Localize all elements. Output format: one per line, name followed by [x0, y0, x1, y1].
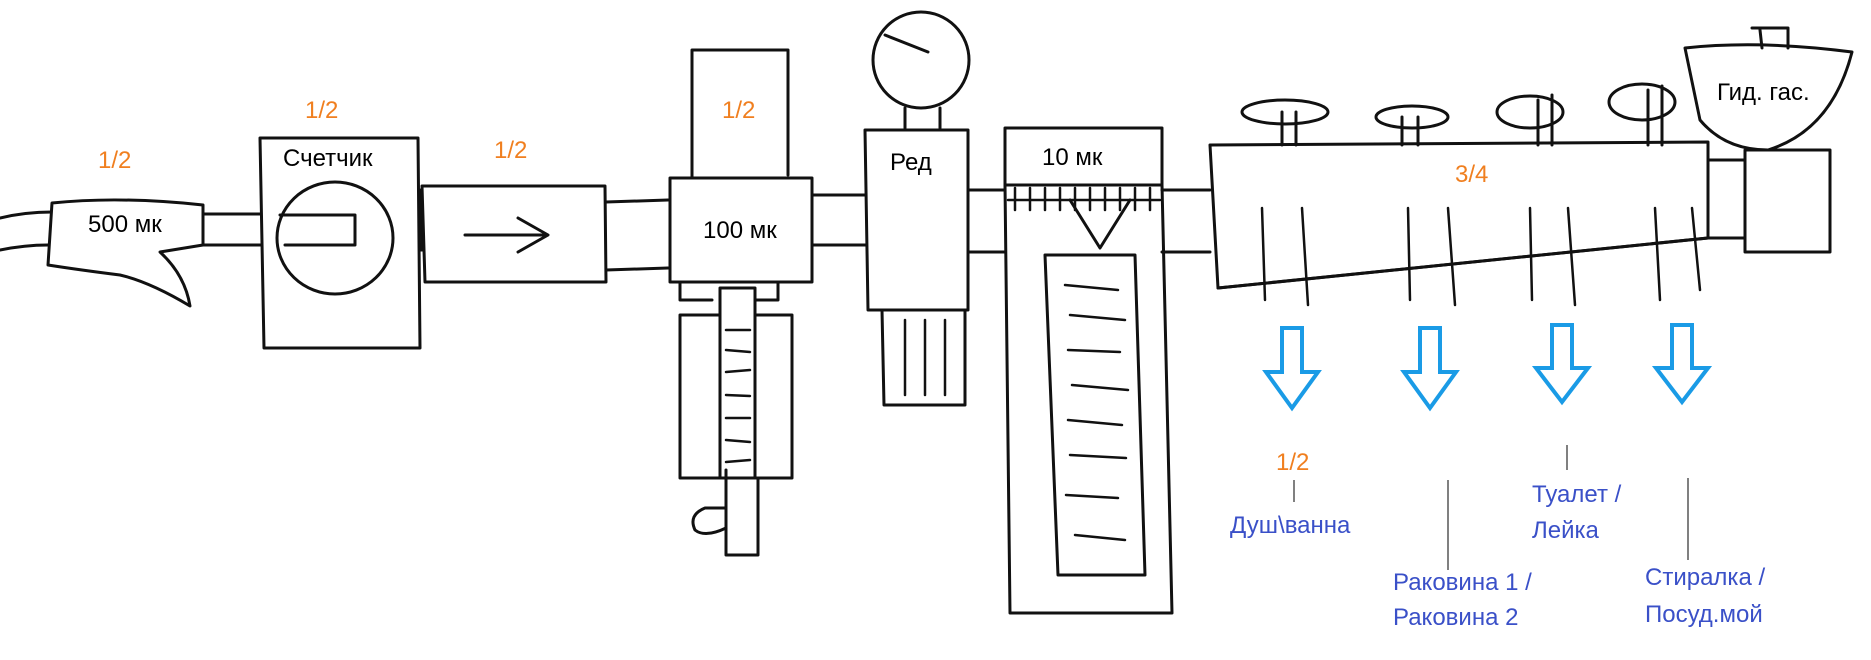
toilet-outlet-arrow	[1531, 323, 1593, 406]
outlet-sinks-label-line2: Раковина 2	[1393, 604, 1518, 631]
shower-outlet-arrow	[1262, 326, 1322, 412]
hydraulic-accumulator	[1683, 26, 1854, 254]
inlet-pipe	[0, 210, 54, 252]
pipe-size-after-meter: 1/2	[494, 137, 527, 164]
filter-10-label: 10 мк	[1042, 144, 1103, 171]
filter-500-label: 500 мк	[88, 211, 162, 238]
filter-10-mk	[1003, 126, 1212, 615]
outlet-arrows	[1262, 323, 1713, 412]
outlet-washers-label-line1: Стиралка /	[1645, 564, 1765, 591]
meter-label: Счетчик	[283, 145, 373, 172]
pipe-size-filter-100: 1/2	[722, 97, 755, 124]
pipe-size-inlet: 1/2	[98, 147, 131, 174]
pipe-size-shower: 1/2	[1276, 449, 1309, 476]
reducer-label: Ред	[890, 149, 932, 176]
water-meter	[258, 136, 424, 350]
accumulator-label: Гид. гас.	[1717, 79, 1810, 106]
outlet-toilet-label-line2: Лейка	[1532, 517, 1600, 544]
outlet-leader-lines	[1293, 445, 1689, 570]
filter-100-mk	[668, 48, 870, 557]
collector-valves	[1240, 82, 1677, 147]
outlet-shower-label: Душ\ванна	[1230, 512, 1351, 539]
pipe-size-meter: 1/2	[305, 97, 338, 124]
sinks-outlet-arrow	[1400, 326, 1460, 412]
filter-100-label: 100 мк	[703, 217, 777, 244]
washers-outlet-arrow	[1651, 323, 1713, 406]
outlet-washers-label-line2: Посуд.мой	[1645, 601, 1763, 628]
pressure-reducer	[863, 10, 1010, 407]
distribution-collector	[1208, 140, 1747, 307]
filter-500-mk	[46, 198, 264, 308]
outlet-toilet-label-line1: Туалет /	[1532, 481, 1622, 508]
outlet-sinks-label-line1: Раковина 1 /	[1393, 569, 1532, 596]
pipe-size-collector: 3/4	[1455, 161, 1488, 188]
pipe-with-flow-arrow	[418, 184, 670, 284]
